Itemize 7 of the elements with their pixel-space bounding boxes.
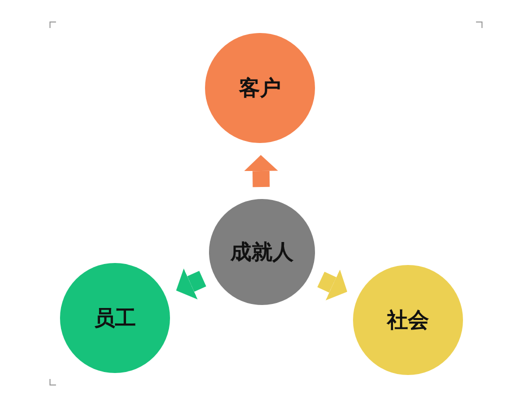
node-label: 员工 [94,305,136,332]
block-arrow [317,270,348,300]
node-label: 客户 [239,75,281,102]
node-label: 社会 [387,307,429,334]
block-arrow [176,268,206,300]
node-label: 成就人 [230,239,294,266]
block-arrow [244,155,278,188]
